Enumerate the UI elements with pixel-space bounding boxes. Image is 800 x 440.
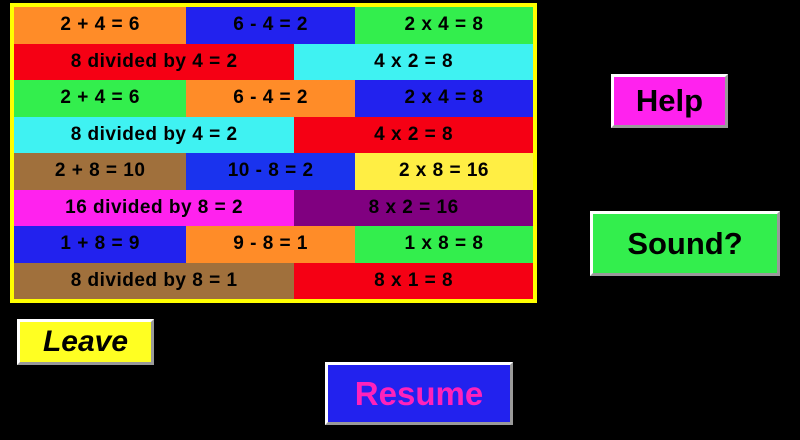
sound-button[interactable]: Sound? [590,211,780,276]
equation-cell: 4 x 2 = 8 [294,116,533,153]
equation-cell: 1 + 8 = 9 [14,226,187,263]
equation-cell: 8 x 1 = 8 [294,262,533,299]
equation-cell: 6 - 4 = 2 [186,80,355,117]
equation-cell: 2 x 4 = 8 [354,80,533,117]
equation-cell: 8 x 2 = 16 [294,189,533,226]
resume-button-label: Resume [354,374,484,412]
help-button-label: Help [635,83,704,118]
equation-cell: 2 + 4 = 6 [14,80,187,117]
help-button[interactable]: Help [611,74,728,128]
leave-button[interactable]: Leave [17,319,154,365]
equation-cell: 4 x 2 = 8 [294,43,533,80]
equation-cell: 8 divided by 4 = 2 [14,116,295,153]
resume-button[interactable]: Resume [325,362,513,425]
equation-cell: 8 divided by 4 = 2 [14,43,295,80]
equation-cell: 2 x 8 = 16 [354,153,533,190]
equation-cell: 6 - 4 = 2 [186,7,355,44]
equation-cell: 9 - 8 = 1 [186,226,355,263]
equation-cell: 1 x 8 = 8 [354,226,533,263]
equation-cell: 2 x 4 = 8 [354,7,533,44]
equation-cell: 2 + 8 = 10 [14,153,187,190]
equation-cell: 2 + 4 = 6 [14,7,187,44]
equation-cell: 10 - 8 = 2 [186,153,355,190]
sound-button-label: Sound? [627,225,743,261]
equation-cell: 8 divided by 8 = 1 [14,262,295,299]
leave-button-label: Leave [42,325,129,358]
equation-cell: 16 divided by 8 = 2 [14,189,295,226]
